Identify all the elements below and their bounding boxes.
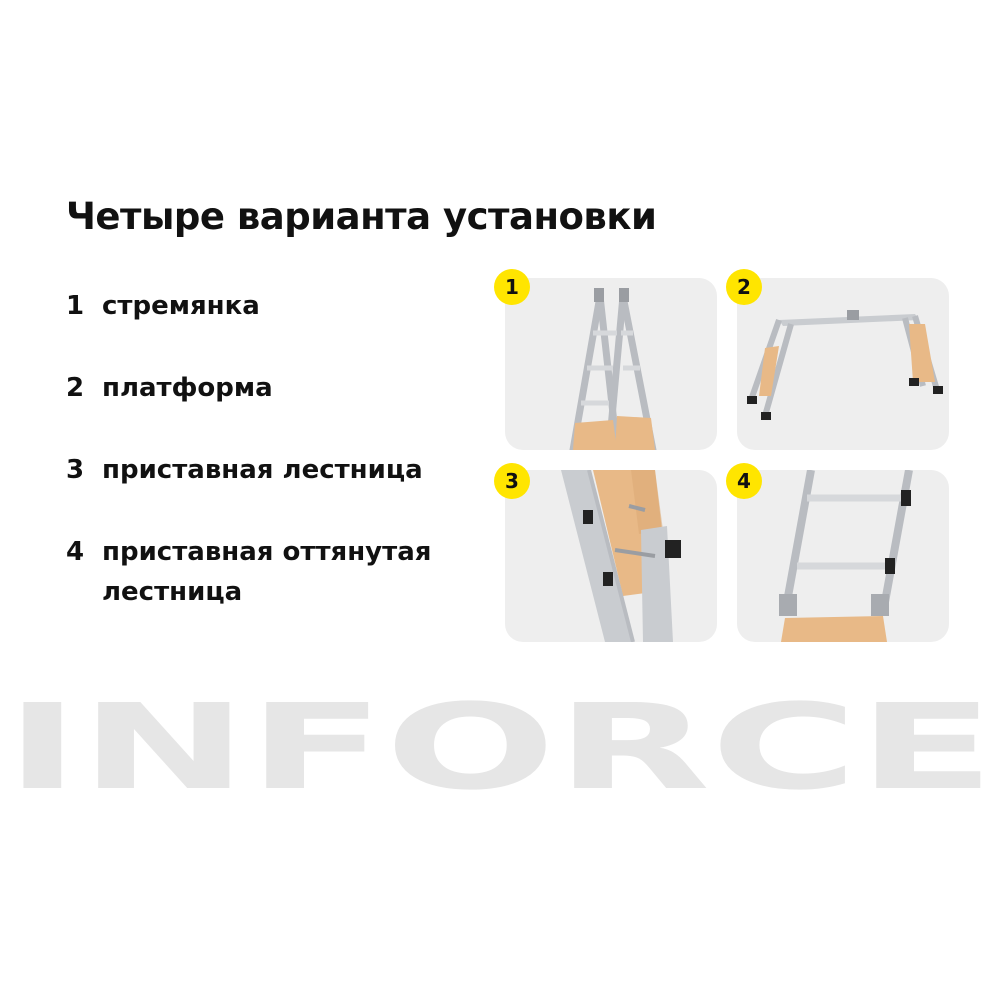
tile-stepladder: [505, 278, 717, 450]
option-label: стремянка: [102, 291, 260, 321]
leaning-ladder-image: [561, 470, 681, 642]
brand-watermark: INFORCE: [5, 688, 995, 800]
watermark-text: INFORCE: [5, 688, 995, 800]
option-label-line1: приставная оттянутая: [102, 537, 432, 567]
option-number: 2: [66, 373, 85, 403]
badge-1: 1: [494, 269, 530, 305]
option-label-line2: лестница: [102, 577, 243, 607]
badge-4: 4: [726, 463, 762, 499]
tile-extended-ladder: [737, 470, 949, 642]
option-label: платформа: [102, 373, 273, 403]
stepladder-image: [569, 288, 657, 450]
badge-2: 2: [726, 269, 762, 305]
option-number: 3: [66, 455, 85, 485]
option-number: 1: [66, 291, 85, 321]
extended-ladder-image: [779, 470, 913, 642]
tile-platform: [737, 278, 949, 450]
tile-leaning-ladder: [505, 470, 717, 642]
badge-3: 3: [494, 463, 530, 499]
platform-image: [747, 310, 943, 420]
option-label: приставная лестница: [102, 455, 423, 485]
option-label: приставная оттянутая лестница: [102, 532, 431, 612]
page-title: Четыре варианта установки: [66, 195, 657, 238]
option-number: 4: [66, 537, 85, 567]
